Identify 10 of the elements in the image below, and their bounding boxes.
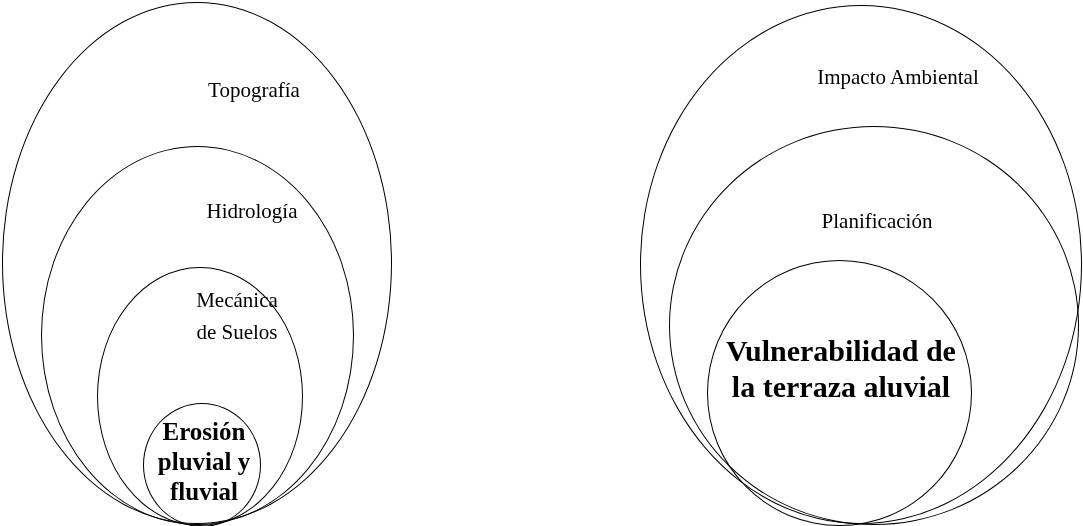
nested-ellipse bbox=[669, 126, 1079, 525]
nested-ellipse bbox=[41, 146, 354, 525]
ellipse-label: Vulnerabilidad de la terraza aluvial bbox=[725, 333, 957, 405]
ellipse-label: Planificación bbox=[820, 208, 934, 235]
ellipse-label: Impacto Ambiental bbox=[816, 64, 980, 91]
ellipse-label: Erosión pluvial y fluvial bbox=[156, 417, 252, 507]
nested-ellipse bbox=[640, 5, 1082, 524]
ellipse-label: Hidrología bbox=[205, 198, 299, 225]
ellipse-label: Topografía bbox=[207, 77, 301, 104]
nested-ellipse bbox=[97, 267, 303, 526]
